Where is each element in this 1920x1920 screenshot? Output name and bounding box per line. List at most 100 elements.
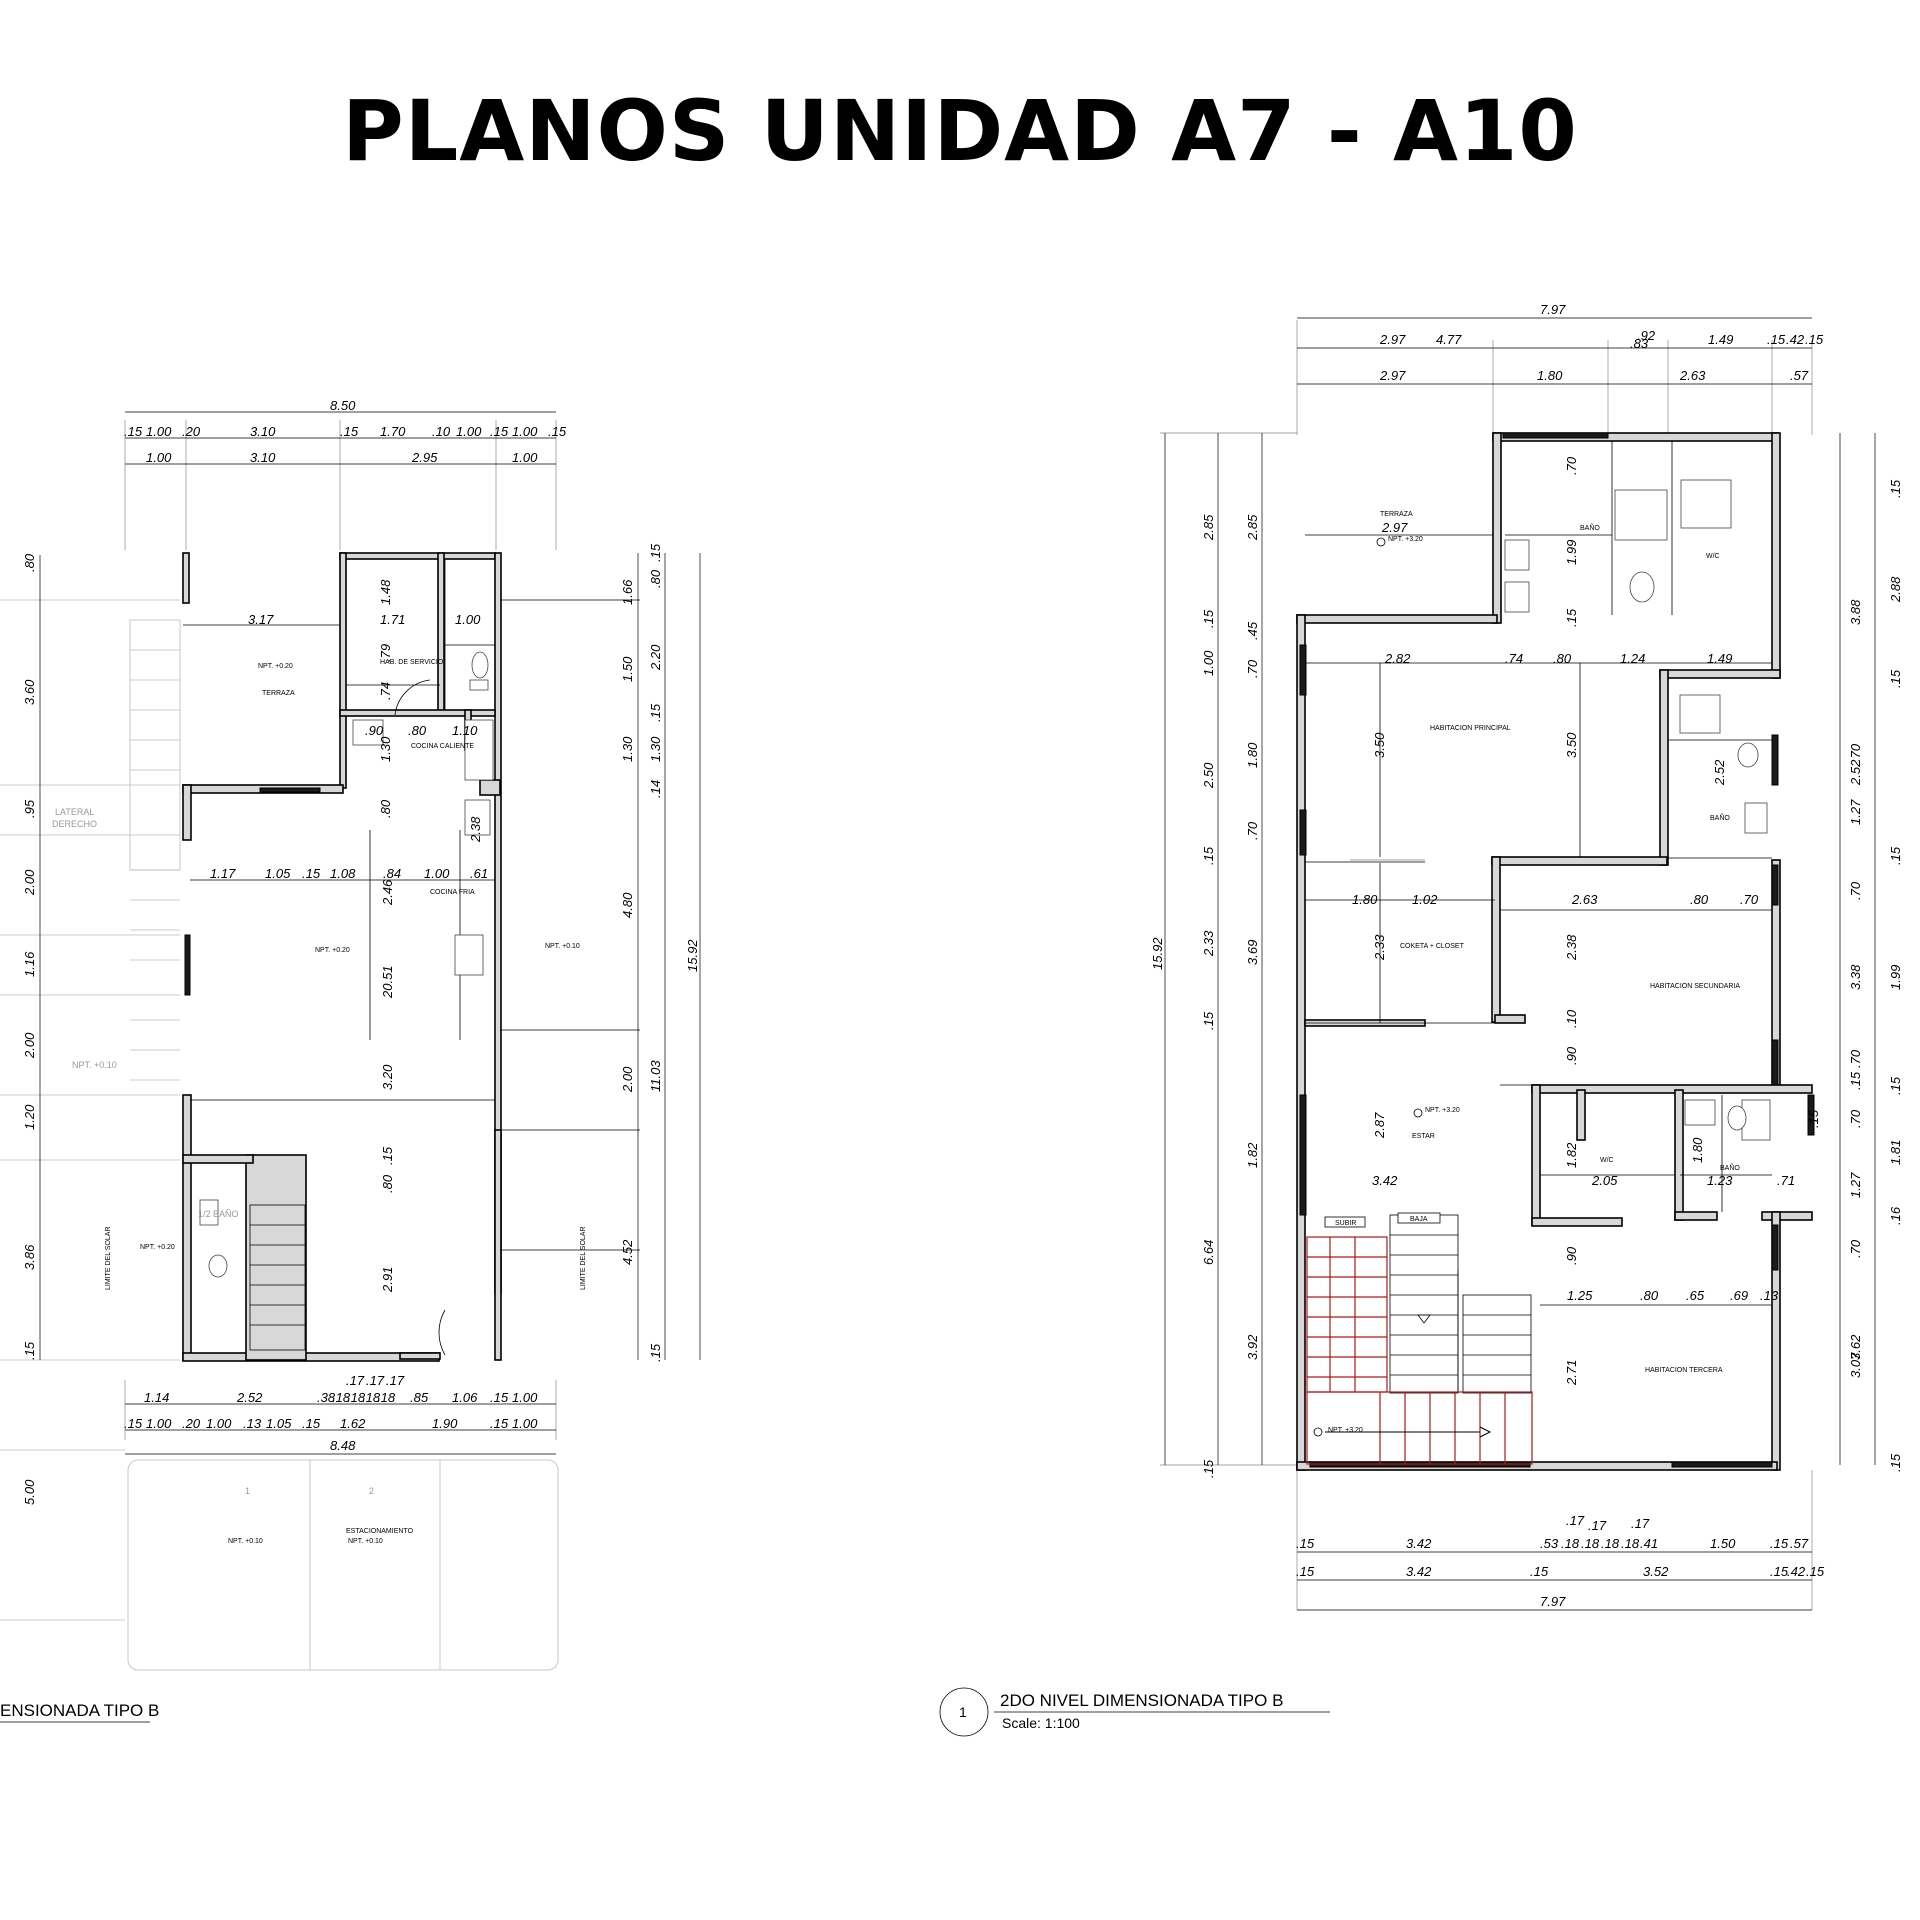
dim-label: .15 bbox=[1201, 846, 1216, 865]
right-bottom-row1-dims: .15 3.42 .53 .18 .18 .18 .18 .41 1.50 .1… bbox=[1296, 1513, 1809, 1551]
right-right-col3-dims: .15 1.81 bbox=[1806, 1109, 1903, 1165]
dim-label: 4.52 bbox=[620, 1239, 635, 1265]
dim-label: .70 bbox=[1848, 1109, 1863, 1128]
dim-label: .13 bbox=[243, 1416, 262, 1431]
room-label: 1 bbox=[245, 1486, 250, 1496]
dim-label: 1.30 bbox=[648, 736, 663, 762]
dim-label: .38 bbox=[317, 1390, 336, 1405]
dim-label: 3.50 bbox=[1564, 732, 1579, 758]
dim-label: .13 bbox=[1760, 1288, 1779, 1303]
dim-label: .15 bbox=[548, 424, 567, 439]
dim-label: .80 bbox=[1690, 892, 1709, 907]
right-right-col2-dims: .15 2.88 .15 .70 1.27 .15 .70 1.99 .15 .… bbox=[1848, 479, 1903, 1472]
room-label: TERRAZA bbox=[262, 690, 295, 697]
left-caption-title: ENSIONADA TIPO B bbox=[0, 1701, 159, 1720]
dim-label: 1.00 bbox=[146, 1416, 172, 1431]
left-plan-right-dims: 1.66 1.50 1.30 4.80 2.00 4.52 .15 .80 2.… bbox=[620, 543, 701, 1362]
dim-label: .41 bbox=[1640, 1536, 1658, 1551]
dim-label: .15 bbox=[1888, 479, 1903, 498]
dim-label: .17 bbox=[346, 1373, 365, 1388]
dim-label: .79 bbox=[378, 644, 393, 662]
dim-label: 1.14 bbox=[144, 1390, 169, 1405]
dim-label: .42 bbox=[1786, 332, 1805, 347]
dim-label: .69 bbox=[1730, 1288, 1748, 1303]
dim-label: .18 bbox=[332, 1390, 351, 1405]
dim-label: .17 bbox=[366, 1373, 385, 1388]
room-label: HABITACION PRINCIPAL bbox=[1430, 725, 1511, 732]
left-plan-left-dims: .80 3.60 .95 2.00 1.16 2.00 1.20 3.86 .1… bbox=[22, 553, 41, 1505]
dim-label: .18 bbox=[1581, 1536, 1600, 1551]
dim-label: 2.85 bbox=[1201, 514, 1216, 541]
room-label: W/C bbox=[1706, 553, 1720, 560]
dim-label: 1.00 bbox=[1201, 650, 1216, 676]
dim-label: 1.82 bbox=[1564, 1142, 1579, 1168]
dim-label: .70 bbox=[1740, 892, 1759, 907]
left-plan-npt-labels: NPT. +0.20 NPT. +0.20 NPT. +0.10 NPT. +0… bbox=[72, 663, 580, 1545]
npt-label: NPT. +0.10 bbox=[72, 1060, 117, 1070]
dim-label: .18 bbox=[1561, 1536, 1580, 1551]
dim-label: .90 bbox=[365, 723, 384, 738]
dim-label: .15 bbox=[1530, 1564, 1549, 1579]
dim-label: 1.80 bbox=[1245, 742, 1260, 768]
dim-label: 1.06 bbox=[452, 1390, 478, 1405]
left-top-total-dim: 8.50 bbox=[330, 398, 356, 413]
dim-label: 3.38 bbox=[1848, 964, 1863, 990]
dim-label: 2.97 bbox=[1379, 332, 1406, 347]
dim-label: .15 bbox=[1806, 1564, 1825, 1579]
dim-label: 2.33 bbox=[1201, 930, 1216, 957]
dim-label: .15 bbox=[1770, 1536, 1789, 1551]
dim-label: 1.80 bbox=[1352, 892, 1378, 907]
dim-label: .15 bbox=[1767, 332, 1786, 347]
dim-label: 2.95 bbox=[411, 450, 438, 465]
left-bottom-row2-dims: .15 1.00 .20 1.00 .13 1.05 .15 1.62 1.90… bbox=[124, 1416, 538, 1431]
right-right-col1-dims: 3.88 2.52 3.38 3.62 bbox=[1848, 599, 1863, 1360]
right-left-total-dim: 15.92 bbox=[1150, 937, 1165, 970]
npt-label: NPT. +0.20 bbox=[140, 1244, 175, 1251]
room-label: BAÑO bbox=[1580, 523, 1600, 532]
dim-label: 1.99 bbox=[1888, 965, 1903, 990]
right-plan-room-lines bbox=[1305, 441, 1772, 1306]
dim-label: 3.62 bbox=[1848, 1334, 1863, 1360]
dim-label: 3.50 bbox=[1372, 732, 1387, 758]
dim-label: 1.00 bbox=[512, 450, 538, 465]
dim-label: .57 bbox=[1790, 368, 1809, 383]
dim-label: 2.63 bbox=[1571, 892, 1598, 907]
room-label: ESTACIONAMIENTO bbox=[346, 1528, 414, 1535]
dim-label: 5.00 bbox=[22, 1479, 37, 1505]
dim-label: .53 bbox=[1540, 1536, 1559, 1551]
dim-label: .74 bbox=[1505, 651, 1523, 666]
room-label: DERECHO bbox=[52, 819, 97, 829]
dim-label: .80 bbox=[1553, 651, 1572, 666]
dim-label: .45 bbox=[1245, 621, 1260, 640]
room-label: HAB. DE SERVICIO bbox=[380, 659, 444, 666]
left-top-row2-dims: 1.00 3.10 2.95 1.00 bbox=[146, 450, 538, 465]
room-label: BAJA bbox=[1410, 1216, 1428, 1223]
dim-label: .15 bbox=[648, 1343, 663, 1362]
dim-label: .15 bbox=[648, 703, 663, 722]
dim-label: 1.24 bbox=[1620, 651, 1645, 666]
dim-label: .15 bbox=[22, 1341, 37, 1360]
right-plan-stair bbox=[1306, 1212, 1533, 1465]
left-plan-faint-outline bbox=[0, 599, 559, 1671]
right-top-row1-dims: 2.97 4.77 .83 .92 1.49 .15 .42 .15 bbox=[1379, 328, 1824, 351]
right-left-col1-dims: 2.85 .15 1.00 2.50 .15 2.33 .15 6.64 .15 bbox=[1201, 514, 1216, 1478]
dim-label: 1.27 bbox=[1848, 799, 1863, 825]
right-plan-walls bbox=[1296, 432, 1815, 1471]
dim-label: .18 bbox=[362, 1390, 381, 1405]
dim-label: .10 bbox=[432, 424, 451, 439]
dim-label: 2.00 bbox=[22, 1032, 37, 1059]
dim-label: 1.81 bbox=[1888, 1140, 1903, 1165]
npt-label: NPT. +0.10 bbox=[228, 1538, 263, 1545]
dim-label: .17 bbox=[386, 1373, 405, 1388]
dim-label: .57 bbox=[1790, 1536, 1809, 1551]
dim-label: 1.80 bbox=[1690, 1137, 1705, 1163]
npt-label: NPT. +0.20 bbox=[315, 947, 350, 954]
npt-label: NPT. +3.20 bbox=[1425, 1107, 1460, 1114]
dim-label: .74 bbox=[378, 682, 393, 700]
dim-label: 1.17 bbox=[210, 866, 236, 881]
dim-label: .17 bbox=[1631, 1516, 1650, 1531]
left-plan-top-dimension-lines bbox=[125, 411, 556, 1455]
npt-label: NPT. +3.20 bbox=[1388, 536, 1423, 543]
dim-label: 1.50 bbox=[620, 656, 635, 682]
right-left-col2-dims: 2.85 .45 .70 1.80 .70 3.69 1.82 3.92 bbox=[1245, 514, 1260, 1360]
